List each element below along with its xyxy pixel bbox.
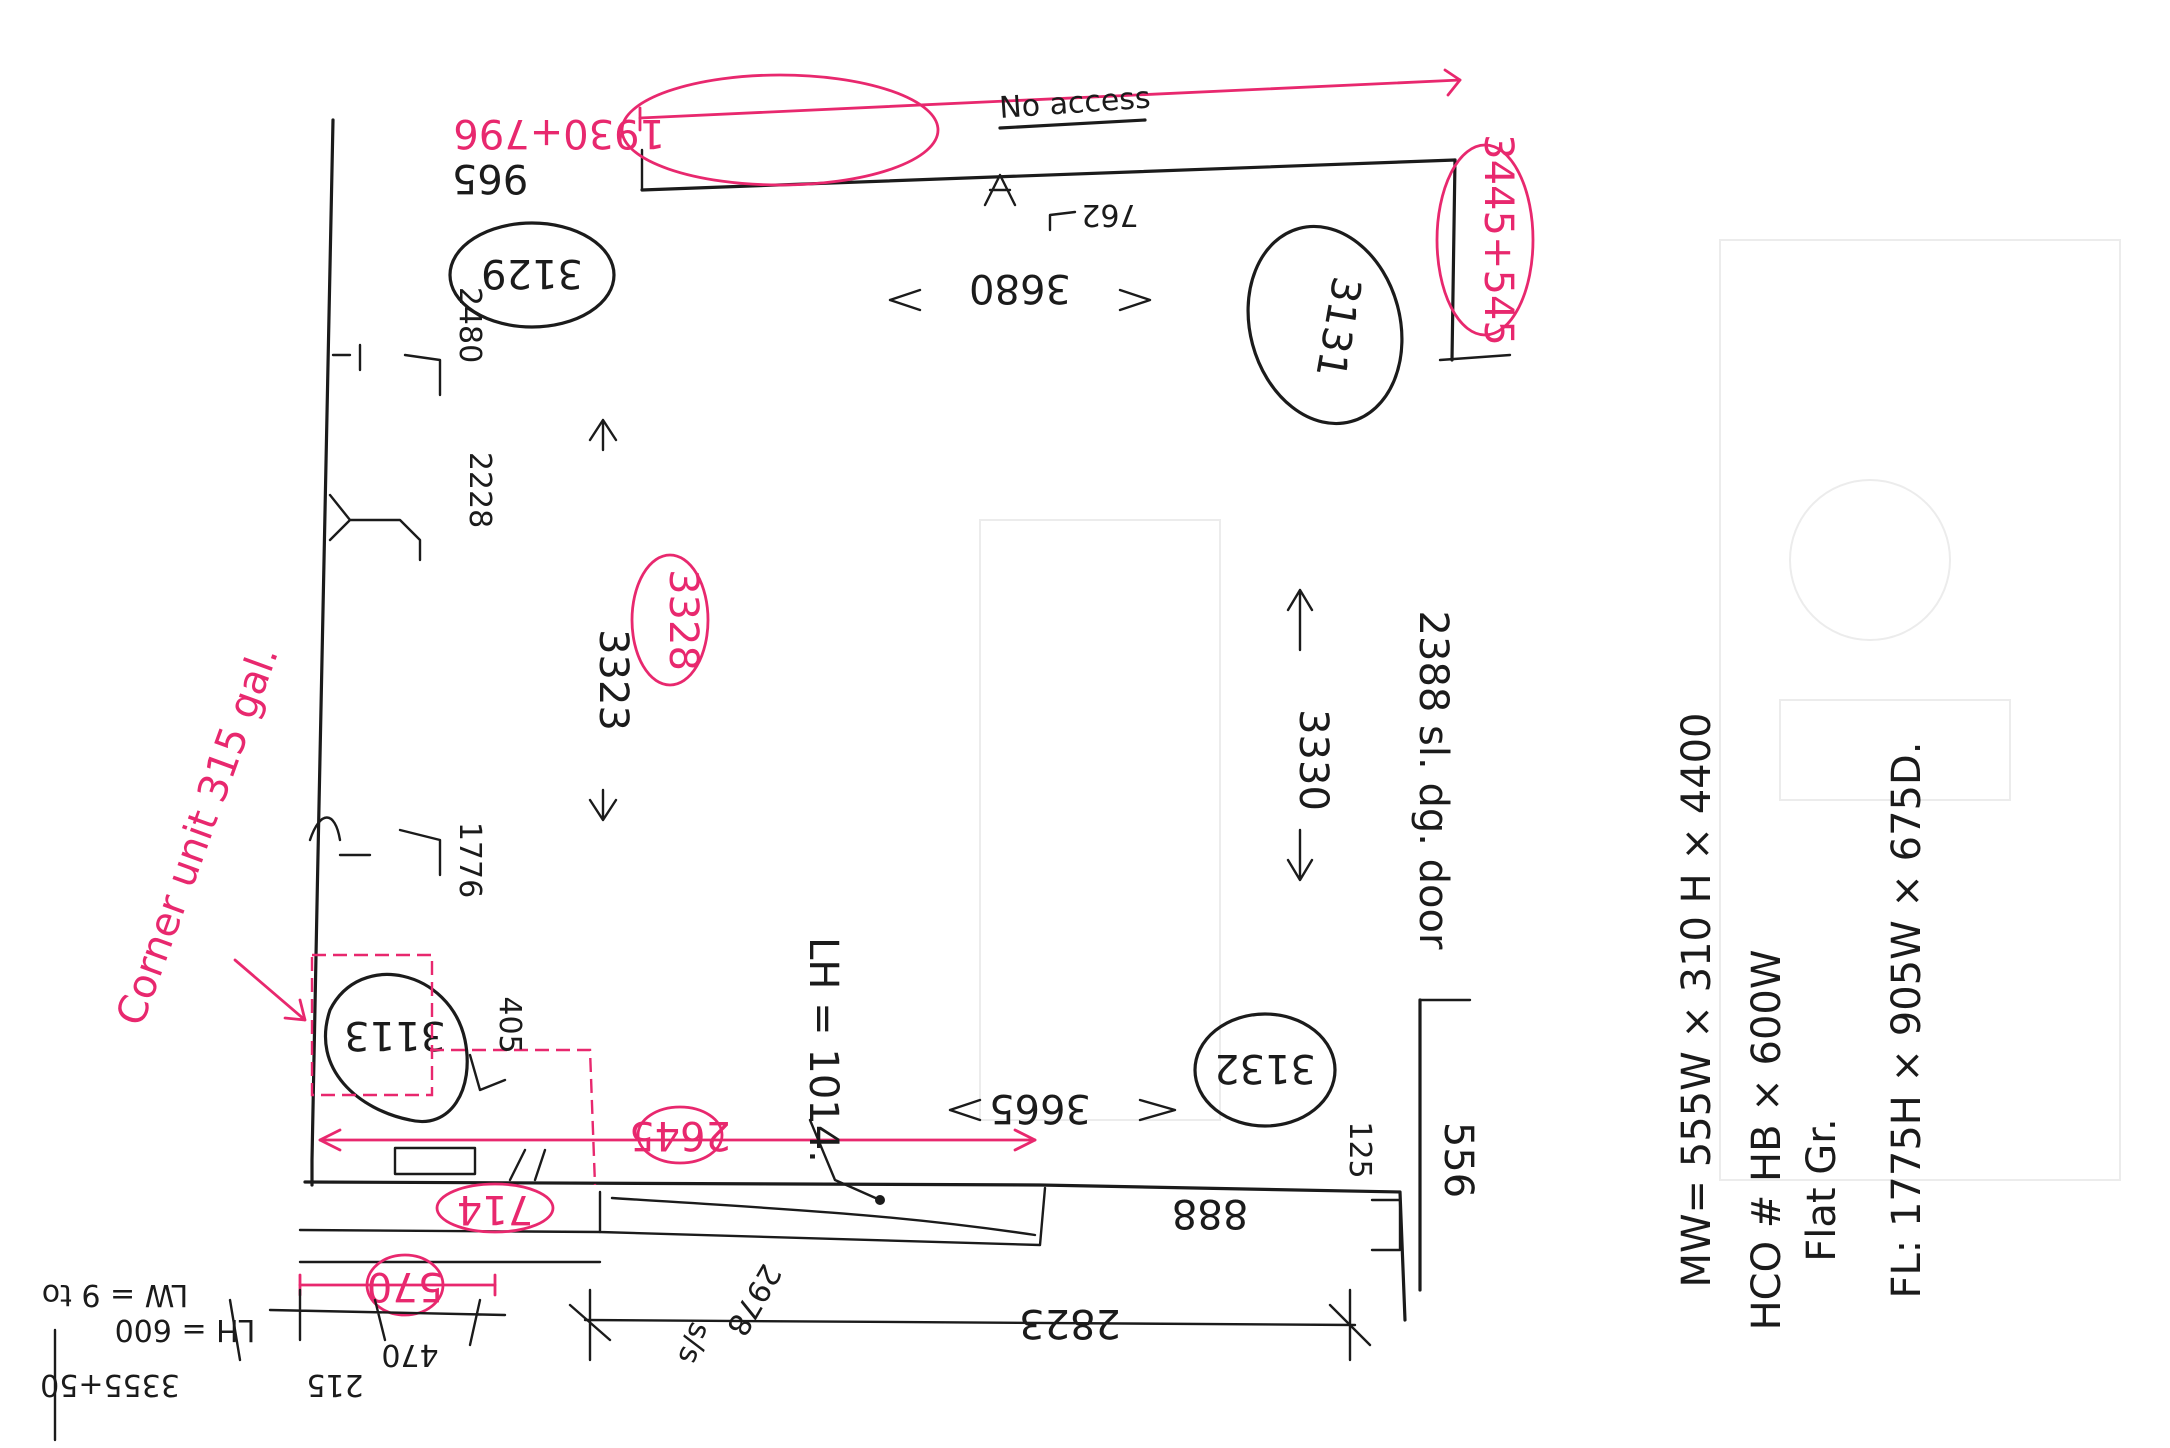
mid-room-width-arrow: [1286, 588, 1314, 882]
dim-714-oval: [435, 1182, 555, 1234]
sliding-door-label: 2388 sl. dg. door: [1410, 611, 1456, 950]
dim-405: 405: [492, 996, 527, 1053]
dim-2823-line: [568, 1288, 1372, 1362]
dim-125: 125: [1342, 1121, 1377, 1178]
corner-unit-extent: [430, 1048, 597, 1186]
top-span-label: 1930+796: [453, 110, 665, 156]
fixture-top-light: [983, 173, 1077, 232]
outlet-2480: 2480: [452, 287, 487, 363]
dim-570: 570: [367, 1263, 443, 1309]
left-wall-length: 3323: [590, 629, 636, 731]
left-wall-length-arrow: [588, 418, 618, 822]
door-swing-mark: [508, 1148, 547, 1182]
ceiling-unit-top-left: 3129: [448, 221, 616, 329]
outlet-1776: 1776: [452, 822, 487, 898]
spec-hco: HCO # HB × 600W: [1744, 950, 1790, 1331]
bottom-wall-right: 3665: [989, 1085, 1091, 1131]
dim-2978: 2978: [719, 1258, 787, 1342]
dim-556: 556: [1435, 1122, 1481, 1198]
paper-bleed: [979, 239, 2121, 1181]
outlet-2228-mark: [328, 493, 422, 562]
outlet-1776-mark: [308, 816, 442, 877]
spec-fl: FL: 1775H × 905W × 675D.: [1884, 741, 1930, 1298]
dim-714: 714: [457, 1186, 533, 1232]
spec-mw: MW= 555W × 310 H × 4400: [1674, 712, 1720, 1287]
top-room-width: 3680: [969, 265, 1071, 311]
far-left-ticks: [53, 1298, 242, 1442]
svg-text:3129: 3129: [481, 250, 583, 296]
dim-3355: 3355+50: [40, 1367, 180, 1402]
dim-405-mark: [468, 1053, 507, 1092]
right-post-label: 3445+545: [1475, 134, 1521, 346]
ceiling-unit-top-right: 3131: [1246, 224, 1404, 426]
top-post-stub: 965: [452, 155, 528, 201]
corner-unit-footprint: [310, 953, 434, 1097]
room-outline: [298, 118, 1512, 1322]
dim-2823: 2823: [1019, 1300, 1121, 1346]
bottom-wall-red: 2645: [629, 1112, 731, 1158]
no-access-label: No access: [998, 81, 1151, 126]
dim-215: 215: [306, 1367, 363, 1402]
ceiling-unit-bottom-right: 3132: [1193, 1012, 1337, 1128]
svg-text:3131: 3131: [1306, 273, 1369, 381]
left-wall-length-red: 3328: [660, 569, 706, 671]
outlet-2480-mark: [331, 343, 442, 397]
bottom-left-ticks: [268, 1288, 507, 1347]
bottom-wall-red-annotation: [318, 1105, 1037, 1165]
corner-unit-note: Corner unit 315 gal.: [108, 640, 288, 1032]
svg-text:3113: 3113: [344, 1012, 446, 1058]
offset-762: 762: [1081, 197, 1138, 232]
no-access-strike: [998, 118, 1147, 130]
ceiling-unit-bottom-left: 3113: [323, 973, 469, 1124]
top-room-width-arrow: [888, 288, 1152, 312]
outlet-2228: 2228: [462, 452, 497, 528]
spec-flat: Flat Gr.: [1799, 1118, 1845, 1262]
lintel-height: LH = 1014.: [800, 937, 846, 1163]
corner-unit-arrow: [233, 958, 307, 1022]
mid-room-width: 3330: [1290, 709, 1336, 811]
svg-text:3132: 3132: [1214, 1045, 1316, 1091]
bottom-wall-right-arrow: [948, 1098, 1177, 1122]
dim-888: 888: [1172, 1190, 1248, 1236]
top-span-annotation: [620, 68, 1535, 337]
lintel-leader: [808, 1118, 882, 1202]
dim-lw-note: LW = 9 to: [42, 1277, 189, 1312]
dim-s-s: s/s: [670, 1318, 717, 1369]
dim-470: 470: [381, 1337, 438, 1372]
